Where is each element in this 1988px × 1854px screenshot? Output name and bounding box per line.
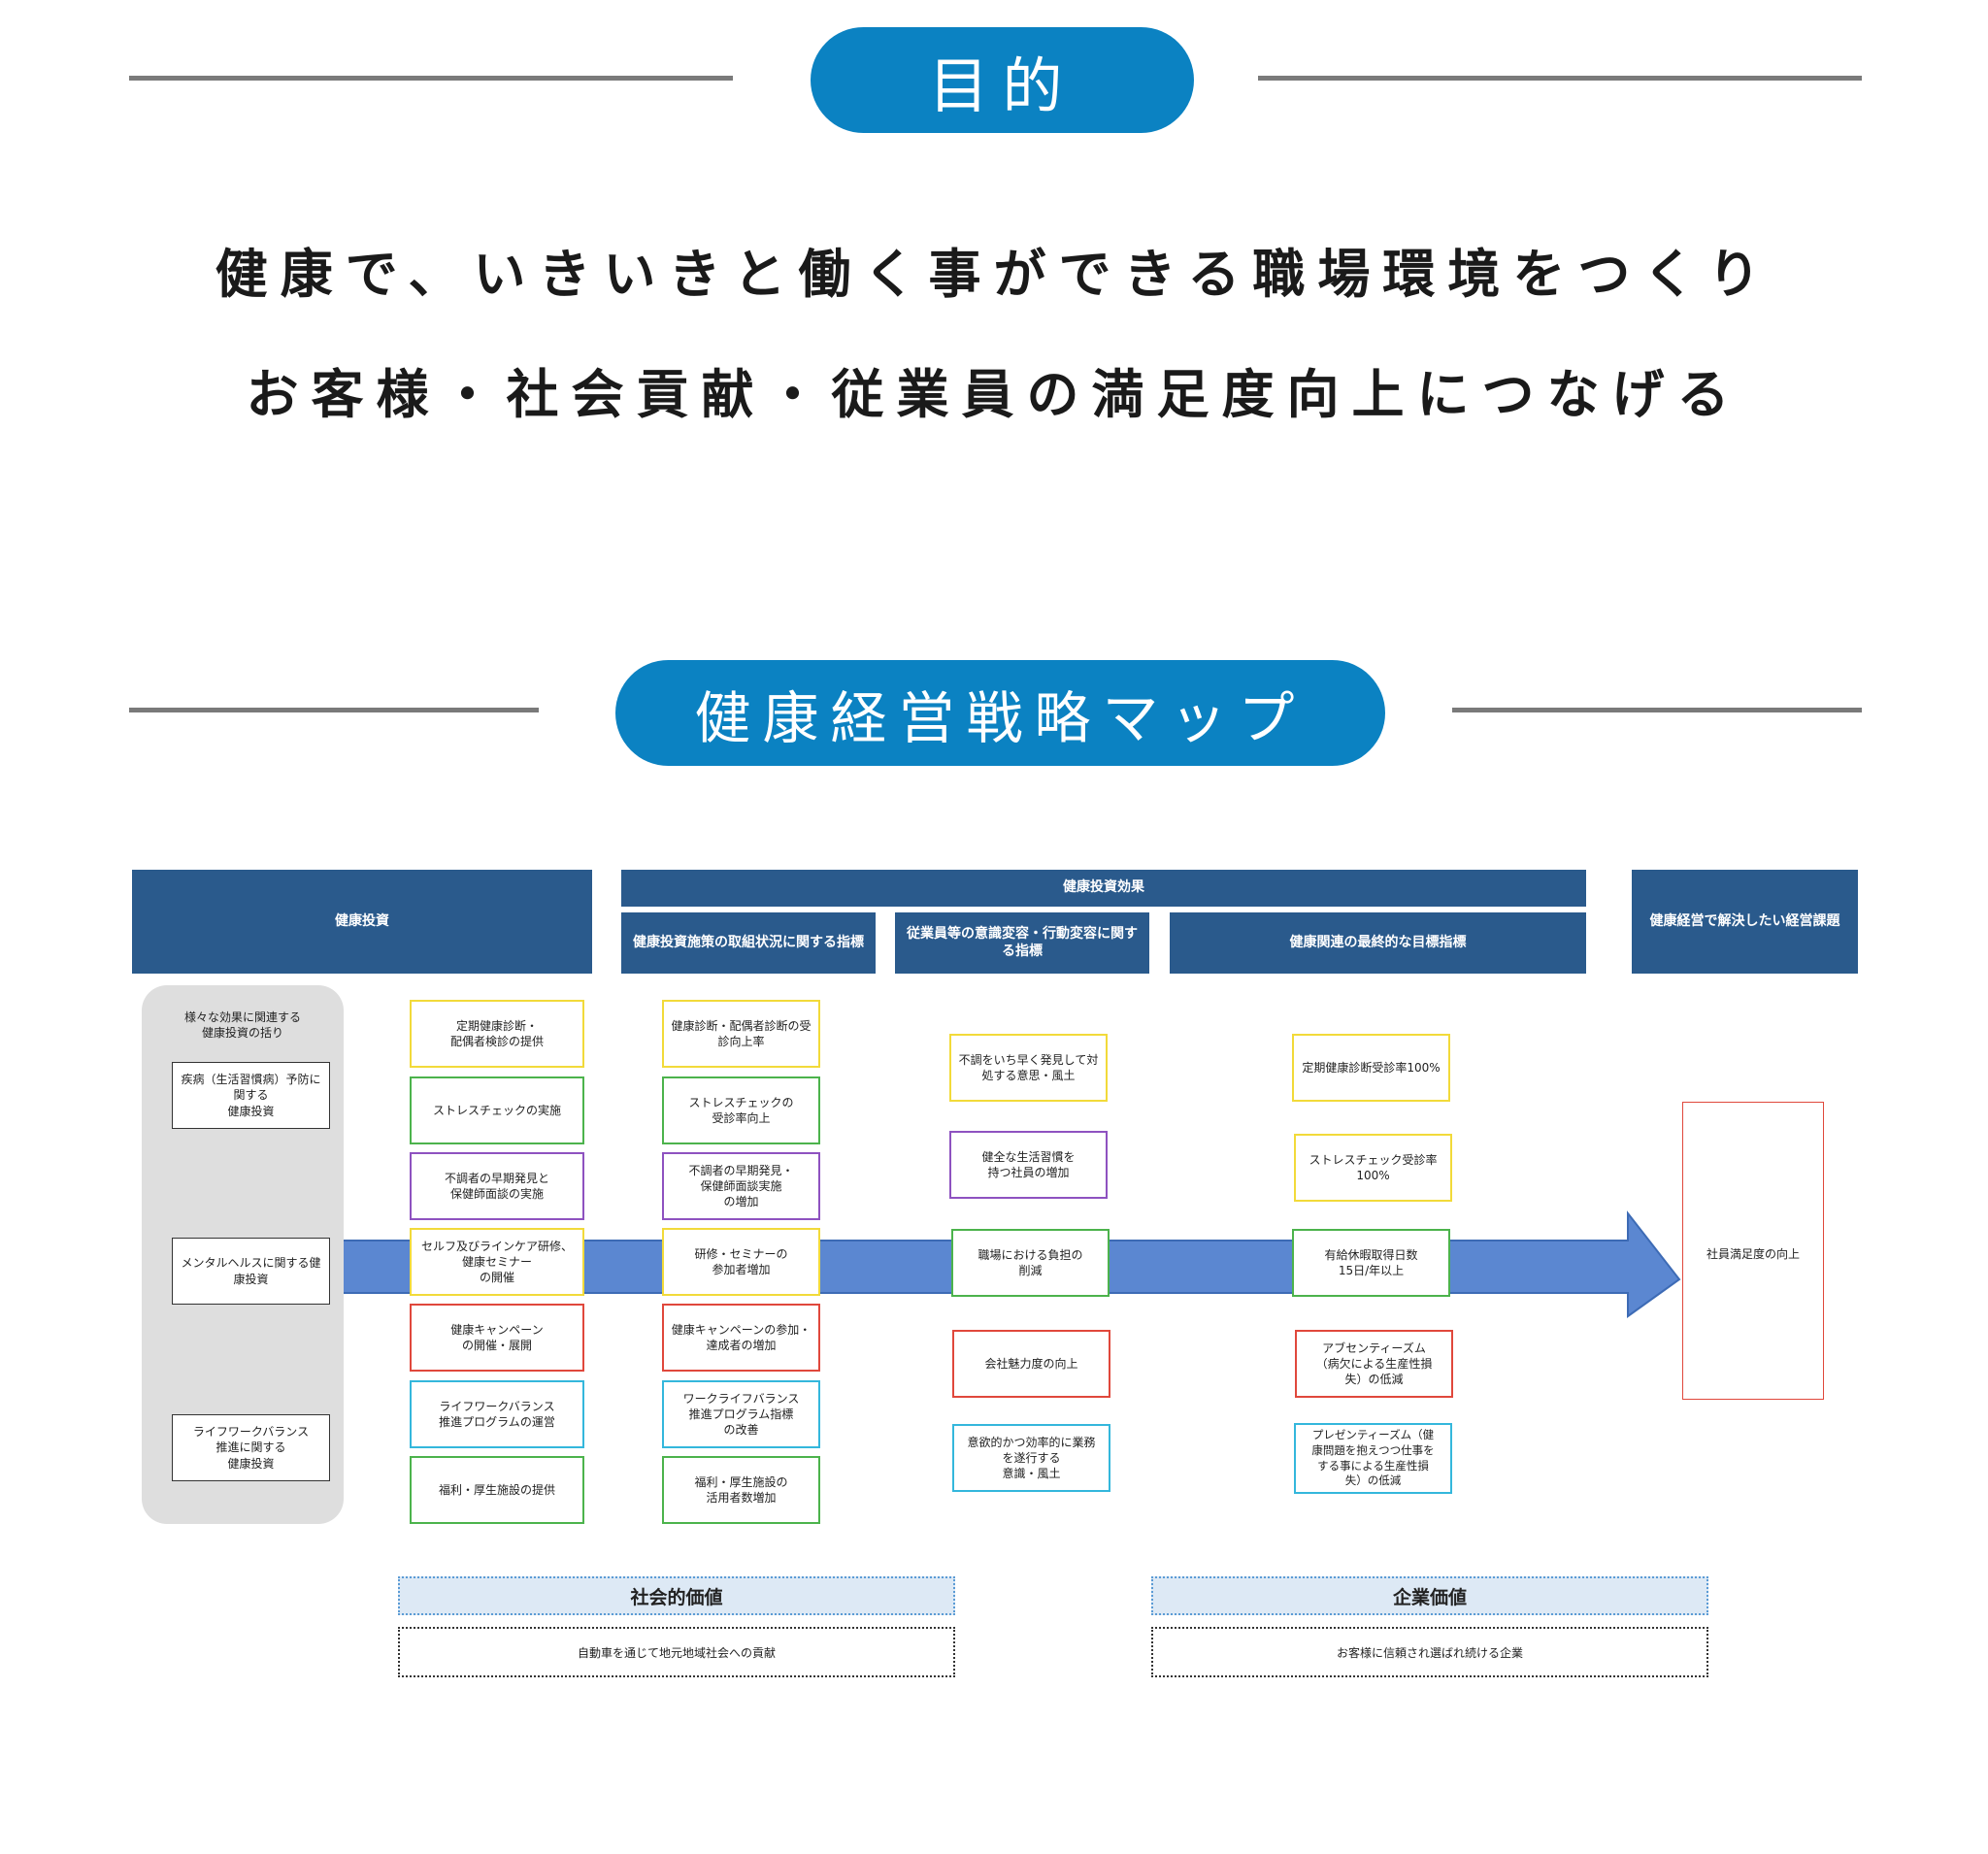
- social-value-text: 自動車を通じて地元地域社会への貢献: [398, 1627, 955, 1677]
- target-checkup-100: 定期健康診断受診率100%: [1292, 1034, 1450, 1102]
- investment-wlb-program: ライフワークバランス 推進プログラムの運営: [410, 1380, 584, 1448]
- category-work-life-balance: ライフワークバランス 推進に関する 健康投資: [172, 1414, 330, 1481]
- investment-training: セルフ及びラインケア研修、 健康セミナー の開催: [410, 1228, 584, 1296]
- purpose-line-1: 健康で、いきいきと働く事ができる職場環境をつくり: [215, 244, 1773, 305]
- header-sub-final-metrics: 健康関連の最終的な目標指標: [1170, 912, 1586, 974]
- metric-welfare-users: 福利・厚生施設の 活用者数増加: [662, 1456, 820, 1524]
- metric-campaign-participants: 健康キャンペーンの参加・ 達成者の増加: [662, 1304, 820, 1372]
- header-investment: 健康投資: [132, 870, 592, 974]
- target-absenteeism: アブセンティーズム （病欠による生産性損 失）の低減: [1295, 1330, 1453, 1398]
- target-presenteeism: プレゼンティーズム（健 康問題を抱えつつ仕事を する事による生産性損 失）の低減: [1294, 1423, 1452, 1494]
- investment-checkup: 定期健康診断・ 配偶者検診の提供: [410, 1000, 584, 1068]
- investment-welfare-facilities: 福利・厚生施設の提供: [410, 1456, 584, 1524]
- left-divider-purpose: [129, 76, 733, 81]
- behavior-motivated-culture: 意欲的かつ効率的に業務 を遂行する 意識・風土: [952, 1424, 1110, 1492]
- right-divider-purpose: [1258, 76, 1862, 81]
- investment-stress-check: ストレスチェックの実施: [410, 1076, 584, 1144]
- investment-group-title: 様々な効果に関連する 健康投資の括り: [183, 1010, 301, 1041]
- corporate-value-title: 企業価値: [1151, 1576, 1708, 1615]
- behavior-early-response: 不調をいち早く発見して対 処する意思・風土: [949, 1034, 1108, 1102]
- purpose-line-2: お客様・社会貢献・従業員の満足度向上につなげる: [246, 364, 1742, 425]
- behavior-reduce-workload: 職場における負担の 削減: [951, 1229, 1110, 1297]
- header-sub-behavior-metrics: 従業員等の意識変容・行動変容に関する指標: [895, 912, 1149, 974]
- metric-seminar-participants: 研修・セミナーの 参加者増加: [662, 1228, 820, 1296]
- investment-campaign: 健康キャンペーン の開催・展開: [410, 1304, 584, 1372]
- target-paid-leave: 有給休暇取得日数 15日/年以上: [1292, 1229, 1450, 1297]
- investment-early-detection: 不調者の早期発見と 保健師面談の実施: [410, 1152, 584, 1220]
- header-effects: 健康投資効果: [621, 870, 1586, 907]
- metric-checkup-rate: 健康診断・配偶者診断の受 診向上率: [662, 1000, 820, 1068]
- behavior-healthy-habits: 健全な生活習慣を 持つ社員の増加: [949, 1131, 1108, 1199]
- purpose-badge: 目的: [811, 27, 1194, 133]
- left-divider-map: [129, 708, 539, 712]
- strategy-map-badge: 健康経営戦略マップ: [615, 660, 1385, 766]
- category-lifestyle-disease: 疾病（生活習慣病）予防に 関する 健康投資: [172, 1062, 330, 1129]
- category-mental-health: メンタルヘルスに関する健 康投資: [172, 1238, 330, 1305]
- target-stress-check-100: ストレスチェック受診率 100%: [1294, 1134, 1452, 1202]
- header-sub-initiative-metrics: 健康投資施策の取組状況に関する指標: [621, 912, 876, 974]
- goal-employee-satisfaction: 社員満足度の向上: [1682, 1102, 1824, 1400]
- metric-early-detection: 不調者の早期発見・ 保健師面談実施 の増加: [662, 1152, 820, 1220]
- behavior-company-appeal: 会社魅力度の向上: [952, 1330, 1110, 1398]
- metric-wlb-program: ワークライフバランス 推進プログラム指標 の改善: [662, 1380, 820, 1448]
- metric-stress-check-rate: ストレスチェックの 受診率向上: [662, 1076, 820, 1144]
- social-value-title: 社会的価値: [398, 1576, 955, 1615]
- header-management-issues: 健康経営で解決したい経営課題: [1632, 870, 1858, 974]
- right-divider-map: [1452, 708, 1862, 712]
- corporate-value-text: お客様に信頼され選ばれ続ける企業: [1151, 1627, 1708, 1677]
